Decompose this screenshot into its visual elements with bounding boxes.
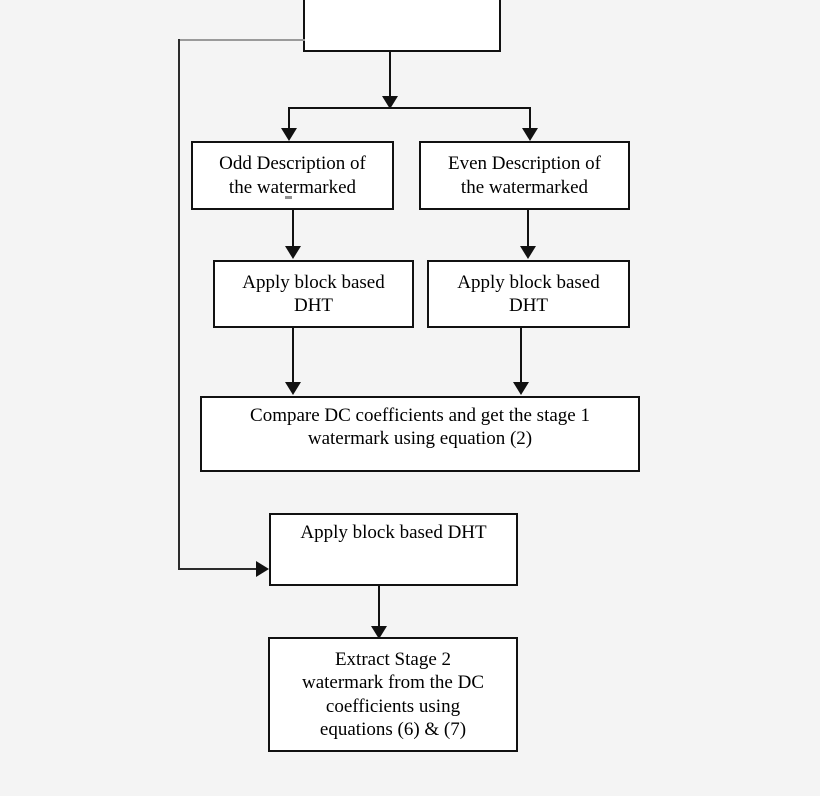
connector-split-bus [288,107,531,109]
node-even-description-label: Even Description of the watermarked [447,153,601,198]
connector-split-to-odd [288,107,290,133]
node-odd-description: Odd Description of the watermarked [191,141,394,210]
connector-dht-left-to-compare [292,328,294,386]
feedback-arrowhead-icon [256,561,269,577]
node-top-cropped [303,0,501,52]
node-apply-dht-left: Apply block based DHT [213,260,414,328]
compare-right-arrowhead-icon [513,382,529,395]
feedback-bottom-horizontal-line [178,568,262,570]
connector-split-to-even [529,107,531,133]
dht-right-arrowhead-icon [520,246,536,259]
connector-odd-to-dht-left [292,210,294,250]
node-compare-dc-coefficients: Compare DC coefficients and get the stag… [200,396,640,472]
node-odd-description-label: Odd Description of the watermarked [219,153,366,198]
node-compare-dc-coefficients-label: Compare DC coefficients and get the stag… [250,405,590,450]
node-apply-dht-left-label: Apply block based DHT [242,271,385,316]
dht-left-arrowhead-icon [285,246,301,259]
even-arrowhead-icon [522,128,538,141]
connector-top-to-split [389,52,391,100]
connector-dht-right-to-compare [520,328,522,386]
node-apply-dht-right-label: Apply block based DHT [457,271,600,316]
split-arrowhead-icon [382,96,398,109]
connector-even-to-dht-right [527,210,529,250]
compare-left-arrowhead-icon [285,382,301,395]
node-apply-dht-right: Apply block based DHT [427,260,630,328]
feedback-vertical-line [178,39,180,570]
node-even-description: Even Description of the watermarked [419,141,630,210]
connector-dht-bottom-to-extract [378,586,380,634]
node-apply-dht-bottom-label: Apply block based DHT [300,522,487,543]
feedback-top-horizontal-line [178,39,305,41]
odd-arrowhead-icon [281,128,297,141]
extract-arrowhead-icon [371,626,387,639]
node-apply-dht-bottom: Apply block based DHT [269,513,518,586]
node-extract-stage-2: Extract Stage 2 watermark from the DC co… [268,637,518,752]
node-extract-stage-2-label: Extract Stage 2 watermark from the DC co… [301,649,485,740]
ink-artifact [285,196,292,199]
